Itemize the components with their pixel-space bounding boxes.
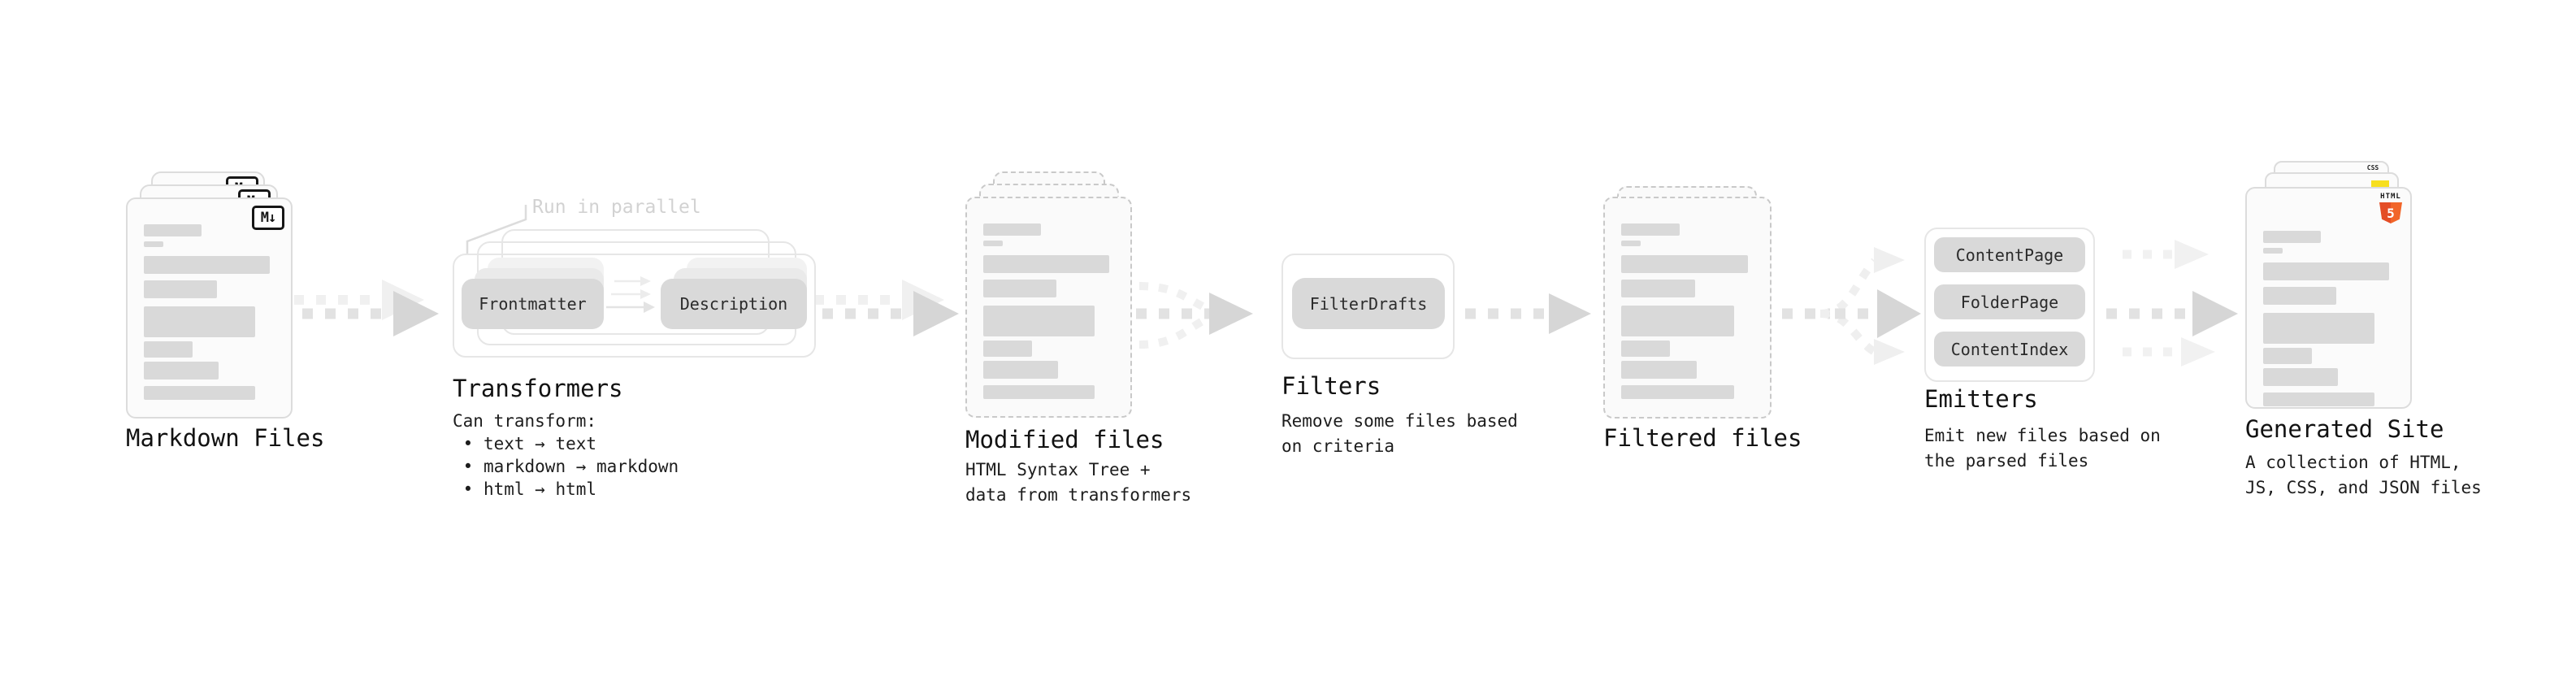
text-line-bar	[983, 306, 1095, 336]
markdown-icon: M↓	[252, 206, 284, 230]
markdown-file-card-front: M↓	[126, 197, 293, 419]
html5-icon-number: 5	[2387, 205, 2395, 221]
text-line-bar	[983, 385, 1095, 399]
text-line-bar	[2263, 231, 2321, 243]
html5-icon-word: HTML	[2380, 193, 2401, 201]
stage-label-generated-site: Generated Site	[2245, 415, 2444, 443]
text-line-bar	[1621, 241, 1641, 246]
arrow-transformers-to-modified-icon	[814, 280, 959, 336]
filters-box	[1281, 254, 1455, 359]
arrow-filters-to-filtered-icon	[1465, 293, 1591, 334]
text-line-bar	[983, 361, 1058, 379]
text-line-bar	[983, 280, 1057, 297]
text-line-bar	[983, 340, 1032, 357]
text-line-bar	[144, 306, 255, 337]
text-line-bar	[1621, 385, 1734, 399]
text-line-bar	[1621, 361, 1697, 379]
filter-pill-filterdrafts: FilterDrafts	[1292, 278, 1445, 329]
modified-file-card-front	[965, 197, 1132, 418]
text-line-bar	[1621, 306, 1734, 336]
html5-icon: HTML 5	[2376, 193, 2405, 223]
text-line-bar	[1621, 255, 1749, 273]
text-line-bar	[144, 280, 218, 298]
filtered-file-card-front	[1603, 197, 1772, 419]
generated-site-caption: A collection of HTML, JS, CSS, and JSON …	[2245, 453, 2482, 497]
css-icon-label: CSS	[2366, 164, 2379, 171]
transformer-pill-description: Description	[661, 279, 807, 329]
text-line-bar	[2263, 262, 2389, 280]
emitters-box	[1924, 228, 2095, 382]
text-line-bar	[1621, 223, 1680, 236]
text-line-bar	[983, 223, 1041, 236]
section-heading-filters: Filters	[1281, 372, 1381, 400]
text-line-bar	[983, 241, 1004, 246]
arrow-emitters-to-generated-icon	[2106, 240, 2238, 367]
arrow-markdown-to-transformers-icon	[294, 280, 439, 336]
stage-label-modified-files: Modified files	[965, 426, 1164, 453]
text-line-bar	[144, 241, 164, 247]
text-line-bar	[144, 256, 270, 274]
emitter-pill-folderpage: FolderPage	[1934, 284, 2085, 319]
text-line-bar	[144, 341, 193, 358]
emitters-caption: Emit new files based on the parsed files	[1924, 426, 2161, 471]
section-heading-transformers: Transformers	[453, 375, 623, 402]
js-icon	[2371, 180, 2389, 188]
text-line-bar	[2263, 348, 2312, 364]
html5-icon-shield: 5	[2379, 202, 2402, 223]
text-line-bar	[1621, 280, 1696, 297]
emitter-pill-contentpage: ContentPage	[1934, 237, 2085, 272]
filters-caption: Remove some files based on criteria	[1281, 411, 1518, 456]
text-line-bar	[144, 386, 255, 400]
file-content-placeholder	[1621, 223, 1754, 399]
transformers-caption: Can transform: • text → text • markdown …	[453, 411, 679, 499]
run-in-parallel-annotation: Run in parallel	[532, 197, 701, 218]
modified-files-caption: HTML Syntax Tree + data from transformer…	[965, 460, 1192, 505]
file-content-placeholder	[144, 224, 275, 400]
file-content-placeholder	[983, 223, 1114, 399]
generated-file-card-html: HTML 5	[2245, 187, 2412, 409]
stage-label-markdown-files: Markdown Files	[126, 424, 325, 452]
emitter-pill-contentindex: ContentIndex	[1934, 332, 2085, 367]
text-line-bar	[1621, 340, 1671, 357]
stage-label-filtered-files: Filtered files	[1603, 424, 1802, 452]
arrow-modified-to-filters-icon	[1136, 282, 1253, 349]
text-line-bar	[2263, 248, 2283, 254]
text-line-bar	[2263, 313, 2374, 344]
text-line-bar	[983, 255, 1109, 273]
file-content-placeholder	[2263, 231, 2394, 406]
text-line-bar	[2263, 287, 2337, 305]
text-line-bar	[2263, 368, 2338, 386]
text-line-bar	[144, 224, 202, 236]
transformers-box-front	[453, 254, 816, 358]
text-line-bar	[144, 362, 219, 380]
transformer-pill-frontmatter: Frontmatter	[462, 279, 604, 329]
arrow-filtered-to-emitters-icon	[1782, 247, 1921, 365]
text-line-bar	[2263, 393, 2374, 406]
section-heading-emitters: Emitters	[1924, 385, 2038, 413]
